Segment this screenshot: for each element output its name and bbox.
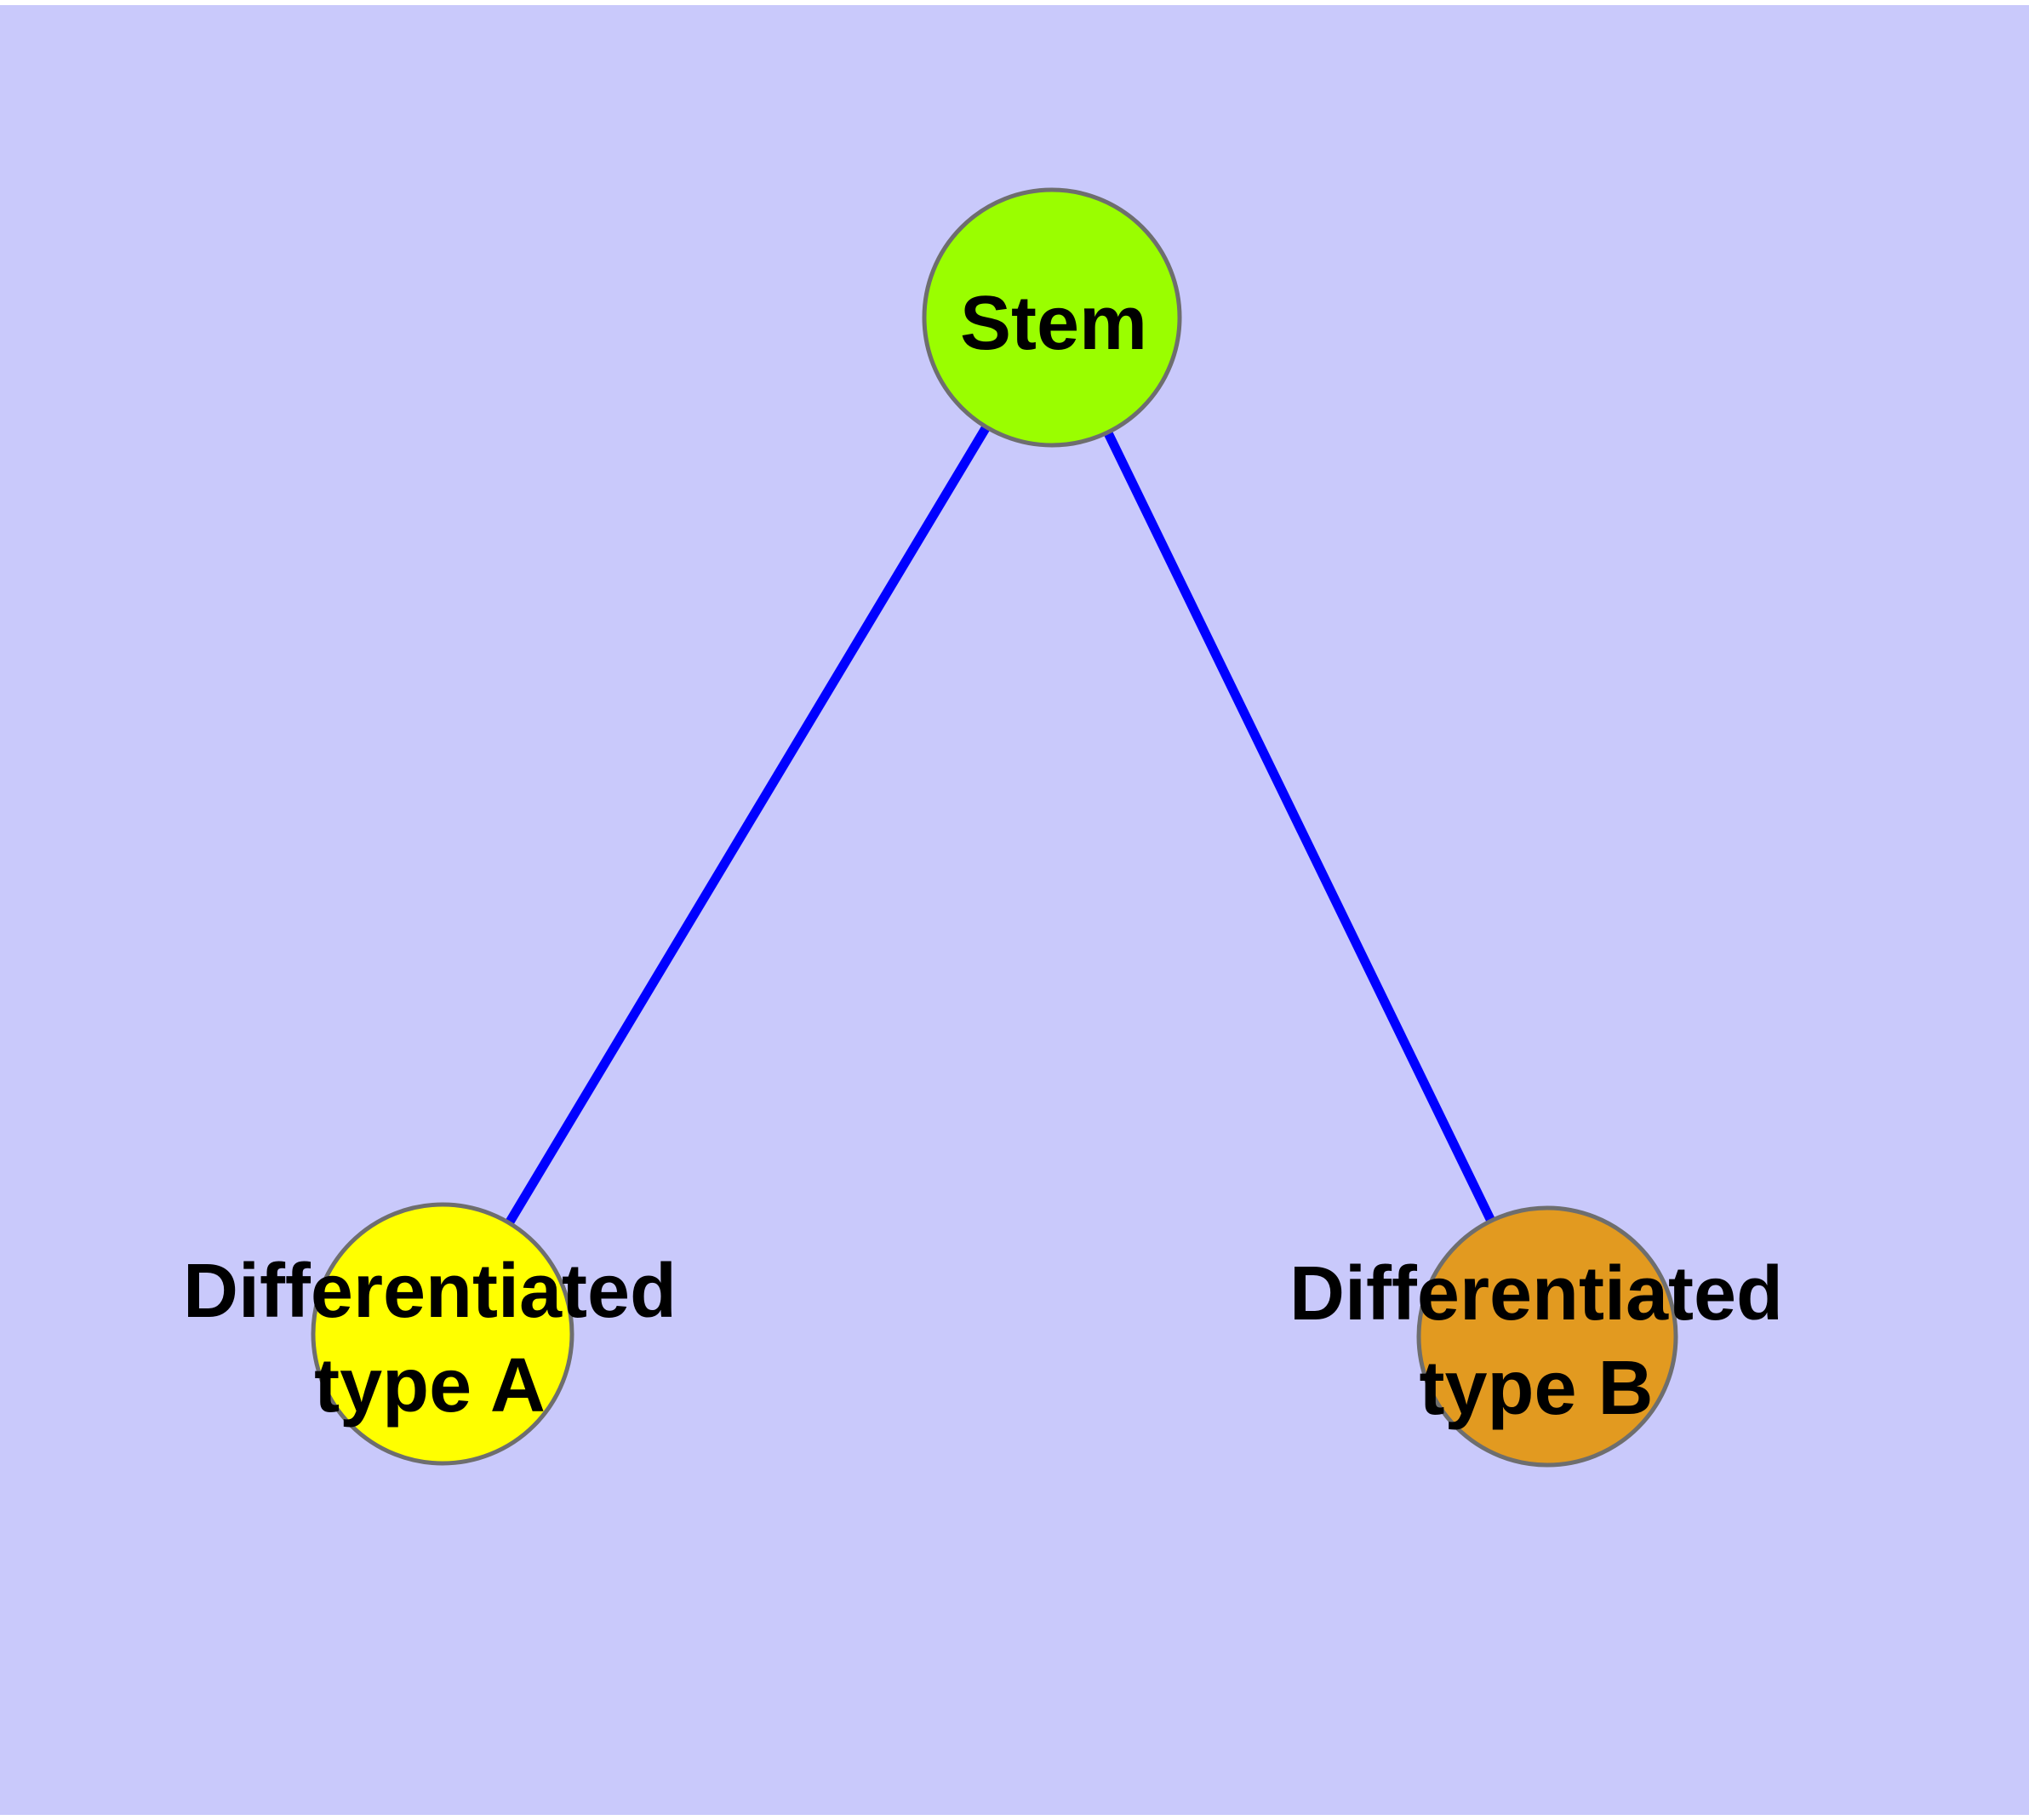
node-type-a-circle [311, 1202, 574, 1466]
node-stem-circle [922, 187, 1182, 448]
node-type-b-circle [1416, 1205, 1678, 1468]
node-type-a-label-line1: Differentiated [183, 1249, 677, 1334]
node-type-b-label-line1: Differentiated [1289, 1251, 1783, 1336]
node-stem-label: Stem [960, 281, 1147, 366]
edge-stem-to-type-a [438, 315, 1056, 1336]
edge-stem-to-type-b [1048, 315, 1552, 1339]
node-type-b-label-line2: type B [1419, 1346, 1653, 1431]
node-type-a-label-line2: type A [314, 1343, 546, 1428]
